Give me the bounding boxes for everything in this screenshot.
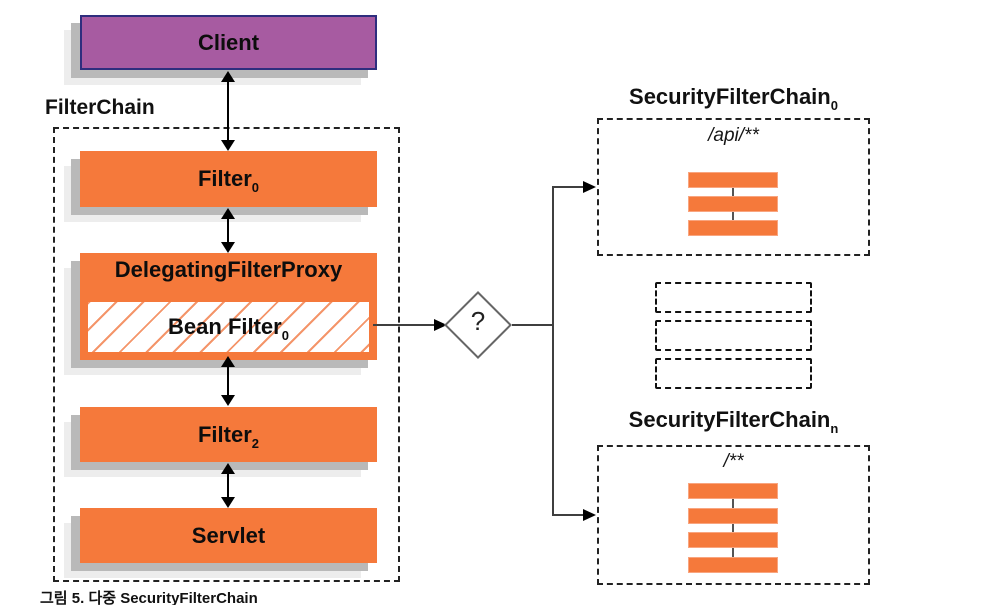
arrowhead-up-icon [221,463,235,474]
securityfilterchainN-pattern: /** [723,451,744,472]
filterchain-label: FilterChain [45,96,155,119]
arrow-filter2-servlet [221,463,235,508]
filter-bar [688,483,778,499]
filter0-box: Filter0 [80,151,377,207]
filter2-subscript: 2 [251,436,260,451]
securityfilterchainN-boundary [597,445,870,585]
securityfilterchain0-title: SecurityFilterChain0 [597,84,870,113]
client-label: Client [197,30,260,55]
securityfilterchainN-title-text: SecurityFilterChain [628,407,831,432]
filter-bar [688,172,778,188]
securityfilterchain0-subscript: 0 [830,98,838,113]
filter2-box: Filter2 [80,407,377,462]
chain-placeholders [655,282,812,396]
filter0-label: Filter [197,166,252,191]
securityfilterchainN-subscript: n [830,421,839,436]
filter-bar [688,196,778,212]
delegating-filter-proxy-label: DelegatingFilterProxy [114,257,343,282]
securityfilterchain0-title-text: SecurityFilterChain [629,84,831,109]
placeholder-box [655,282,812,313]
line-branch-vertical [552,186,554,516]
line-branch-top [552,186,584,188]
bean-filter-box: Bean Filter0 [85,299,372,355]
arrow-proxy-filter2 [221,356,235,406]
arrowhead-right-icon [583,181,596,193]
arrowhead-down-icon [221,497,235,508]
line-branch-bottom [552,514,584,516]
securityfilterchain0-pattern: /api/** [708,125,759,146]
bean-filter-subscript: 0 [281,328,289,343]
securityfilterchainN-filter-stack [688,483,778,573]
filter-bar [688,507,778,524]
arrow-filter0-proxy [221,208,235,253]
placeholder-box [655,358,812,389]
arrowhead-down-icon [221,140,235,151]
decision-label: ? [470,306,486,336]
filter-bar [688,220,778,236]
arrowhead-down-icon [221,395,235,406]
arrowhead-right-icon [434,319,447,331]
arrowhead-down-icon [221,242,235,253]
line-bean-to-decision [373,324,435,326]
filterchain-boundary [53,127,400,582]
filter-bar [688,532,778,549]
line-decision-out [512,324,554,326]
arrowhead-right-icon [583,509,596,521]
servlet-label: Servlet [191,523,266,548]
filter2-label: Filter [197,422,252,447]
filter0-subscript: 0 [251,180,260,195]
securityfilterchain0-filter-stack [688,172,778,236]
securityfilterchain0-boundary [597,118,870,256]
servlet-box: Servlet [80,508,377,563]
arrowhead-up-icon [221,208,235,219]
stack-connector-line [732,491,734,565]
filter-bar [688,556,778,573]
arrow-client-filter0 [221,71,235,151]
bean-filter-label: Bean Filter [168,314,282,339]
placeholder-box [655,320,812,351]
figure-caption: 그림 5. 다중 SecurityFilterChain [40,590,258,605]
arrowhead-up-icon [221,71,235,82]
arrowhead-up-icon [221,356,235,367]
securityfilterchainN-title: SecurityFilterChainn [597,407,870,436]
client-box: Client [80,15,377,70]
